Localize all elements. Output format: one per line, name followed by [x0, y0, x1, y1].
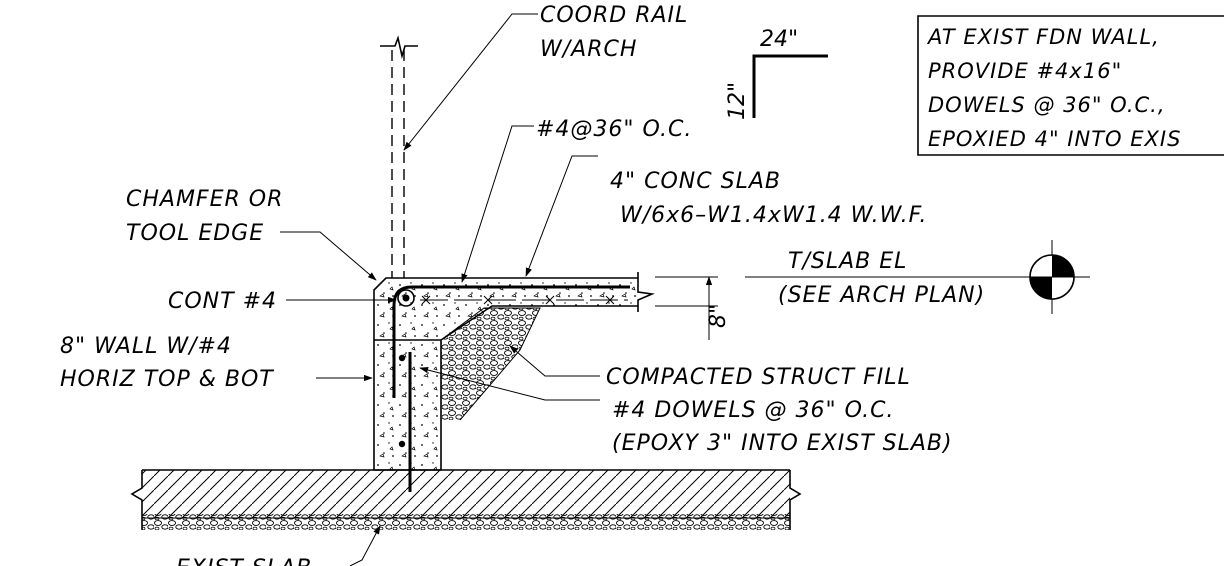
fill-label: COMPACTED STRUCT FILL — [606, 365, 911, 390]
slab-elevation-marker — [745, 240, 1090, 314]
dowels-epoxy-label: (EPOXY 3" INTO EXIST SLAB) — [612, 431, 953, 456]
slab-thickness-dimension: 8" — [655, 276, 731, 340]
note-line-4: EPOXIED 4" INTO EXIS — [928, 127, 1181, 151]
bar-bend-detail: 24" 12" — [725, 27, 828, 120]
bar-vertical-length: 12" — [725, 82, 750, 120]
chamfer-label: CHAMFER OR — [126, 187, 283, 212]
arch-plan-label: (SEE ARCH PLAN) — [778, 283, 985, 308]
wall-label: 8" WALL W/#4 — [60, 334, 232, 359]
reinforcement — [392, 285, 630, 492]
exist-slab-label: EXIST SLAB — [176, 556, 312, 566]
tool-edge-label: TOOL EDGE — [126, 221, 264, 246]
coord-rail — [380, 35, 418, 278]
leaders — [280, 13, 600, 566]
wwf-crossings — [421, 295, 615, 305]
wall-bars-label: HORIZ TOP & BOT — [60, 367, 274, 392]
slab-thickness-label: 8" — [706, 304, 731, 328]
note-line-2: PROVIDE #4x16" — [928, 59, 1122, 83]
tslab-label: T/SLAB EL — [788, 249, 907, 274]
dowels-label: #4 DOWELS @ 36" O.C. — [612, 398, 894, 423]
cont-bar-label: CONT #4 — [168, 289, 277, 314]
general-note-box: AT EXIST FDN WALL, PROVIDE #4x16" DOWELS… — [917, 15, 1224, 156]
note-line-3: DOWELS @ 36" O.C., — [928, 93, 1166, 117]
callout-labels: COORD RAIL W/ARCH #4@36" O.C. 4" CONC SL… — [60, 3, 985, 566]
coord-rail-label: COORD RAIL — [540, 3, 688, 28]
bar-horizontal-length: 24" — [760, 27, 798, 52]
note-line-1: AT EXIST FDN WALL, — [926, 25, 1160, 49]
coord-rail-label-2: W/ARCH — [540, 37, 637, 62]
conc-slab-label: 4" CONC SLAB — [610, 169, 781, 194]
conc-slab-wwf-label: W/6x6–W1.4xW1.4 W.W.F. — [620, 203, 927, 228]
existing-slab — [130, 469, 802, 530]
bar-spacing-label: #4@36" O.C. — [536, 117, 692, 142]
concrete-wall-and-slab — [373, 272, 655, 471]
